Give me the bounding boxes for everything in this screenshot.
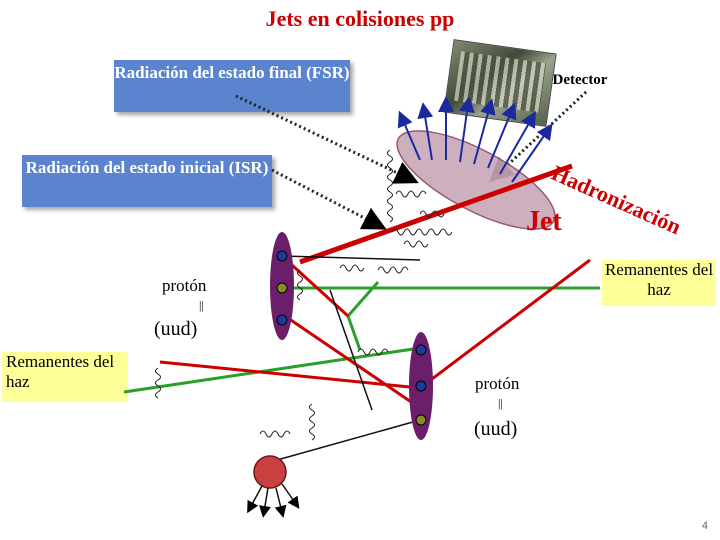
- detector-pointer-line: [489, 90, 588, 183]
- lower-quark-2: [415, 380, 427, 392]
- fsr-gluon-lines: [377, 149, 453, 274]
- green-beam-lines: [123, 281, 600, 394]
- proton-lower-equals: ||: [498, 396, 503, 410]
- remanentes-left-box: Remanentes del haz: [2, 352, 128, 402]
- detector-label: Detector: [552, 72, 608, 88]
- page-title: Jets en colisiones pp: [265, 6, 455, 31]
- upper-quark-3: [276, 314, 288, 326]
- proton-lower-label: protón: [475, 374, 520, 393]
- remanentes-right-label: Remanentes del haz: [604, 260, 714, 299]
- upper-quark-1: [276, 250, 288, 262]
- upper-quark-2: [276, 282, 288, 294]
- red-beam-lines: [159, 254, 591, 410]
- lower-quark-1: [415, 344, 427, 356]
- hadron-blob: [253, 455, 287, 489]
- quark-lines: [269, 255, 421, 463]
- hadron-decay-arrows: [247, 483, 300, 518]
- jet-particle-arrows: [397, 96, 553, 183]
- fsr-pointer-line: [235, 94, 419, 184]
- lower-quark-3: [415, 414, 427, 426]
- proton-lower-uud: (uud): [474, 418, 518, 440]
- proton-upper-uud: (uud): [154, 318, 198, 340]
- isr-label-box: Radiación del estado inicial (ISR): [22, 155, 272, 207]
- jet-label: Jet: [526, 206, 562, 237]
- proton-upper-label: protón: [162, 276, 207, 295]
- isr-label: Radiación del estado inicial (ISR): [25, 158, 269, 177]
- proton-upper-equals: ||: [199, 298, 204, 312]
- jet-line: [299, 163, 573, 265]
- isr-gluon-lines: [155, 264, 389, 441]
- remanentes-left-label: Remanentes del haz: [6, 352, 115, 391]
- isr-pointer-line: [271, 168, 387, 230]
- remanentes-right-box: Remanentes del haz: [602, 260, 716, 306]
- fsr-label: Radiación del estado final (FSR): [114, 63, 350, 82]
- fsr-label-box: Radiación del estado final (FSR): [114, 60, 350, 112]
- page-number: 4: [701, 520, 708, 532]
